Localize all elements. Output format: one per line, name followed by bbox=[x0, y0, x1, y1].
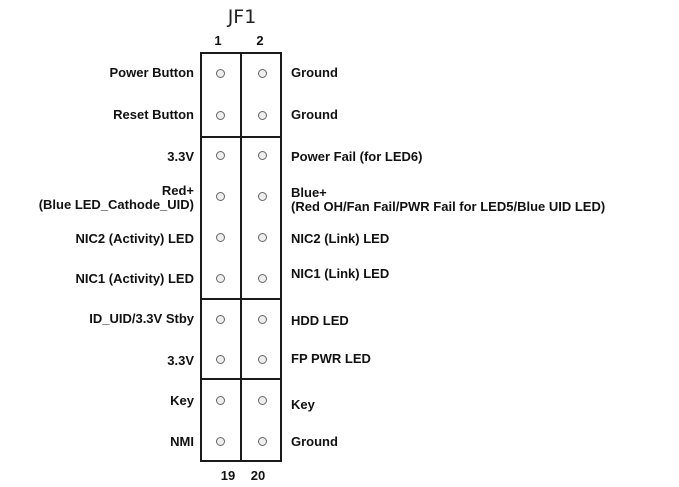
pin-label-line: Red+ bbox=[161, 183, 194, 198]
pin-label-right: Ground bbox=[291, 65, 338, 80]
pin-5 bbox=[216, 151, 225, 160]
pin-16 bbox=[258, 355, 267, 364]
pin-14 bbox=[258, 315, 267, 324]
header-title: JF1 bbox=[227, 6, 257, 28]
pin-label-left: 3.3V bbox=[167, 149, 194, 164]
pin-6 bbox=[258, 151, 267, 160]
column-number-1: 1 bbox=[214, 33, 222, 48]
pin-label-line: (Red OH/Fan Fail/PWR Fail for LED5/Blue … bbox=[291, 199, 606, 214]
pin-label-left: NIC2 (Activity) LED bbox=[75, 231, 194, 246]
pin-label-right: Ground bbox=[291, 434, 338, 449]
pin-2 bbox=[258, 69, 267, 78]
pin-label-right: NIC1 (Link) LED bbox=[291, 266, 390, 281]
pin-label-line: (Blue LED_Cathode_UID) bbox=[38, 197, 194, 212]
pin-label-right: HDD LED bbox=[291, 313, 349, 328]
pin-12 bbox=[258, 274, 267, 283]
bottom-number-20: 20 bbox=[250, 468, 266, 483]
pin-18 bbox=[258, 396, 267, 405]
pin-label-left: Reset Button bbox=[113, 107, 194, 122]
pin-label-left: Key bbox=[170, 393, 194, 408]
pin-7 bbox=[216, 192, 225, 201]
pin-label-right: Key bbox=[291, 397, 315, 412]
pin-label-left: NIC1 (Activity) LED bbox=[75, 271, 194, 286]
pin-10 bbox=[258, 233, 267, 242]
bottom-number-19: 19 bbox=[220, 468, 236, 483]
pin-label-left: 3.3V bbox=[167, 353, 194, 368]
pin-8 bbox=[258, 192, 267, 201]
pin-label-right: Blue+ (Red OH/Fan Fail/PWR Fail for LED5… bbox=[291, 186, 605, 214]
pin-label-right: Power Fail (for LED6) bbox=[291, 149, 423, 164]
pin-label-left: Red+ (Blue LED_Cathode_UID) bbox=[39, 184, 194, 212]
pin-label-left: ID_UID/3.3V Stby bbox=[89, 311, 194, 326]
pin-11 bbox=[216, 274, 225, 283]
pin-3 bbox=[216, 111, 225, 120]
pin-label-right: NIC2 (Link) LED bbox=[291, 231, 390, 246]
pin-label-line: Blue+ bbox=[291, 185, 327, 200]
pin-1 bbox=[216, 69, 225, 78]
pin-label-left: NMI bbox=[170, 434, 194, 449]
pin-label-left: Power Button bbox=[109, 65, 195, 80]
pin-label-right: Ground bbox=[291, 107, 338, 122]
pin-19 bbox=[216, 437, 225, 446]
pin-9 bbox=[216, 233, 225, 242]
pin-17 bbox=[216, 396, 225, 405]
pin-20 bbox=[258, 437, 267, 446]
pin-label-right: FP PWR LED bbox=[291, 351, 371, 366]
connector-divider bbox=[240, 52, 242, 462]
pin-15 bbox=[216, 355, 225, 364]
column-number-2: 2 bbox=[256, 33, 264, 48]
pin-4 bbox=[258, 111, 267, 120]
pin-13 bbox=[216, 315, 225, 324]
